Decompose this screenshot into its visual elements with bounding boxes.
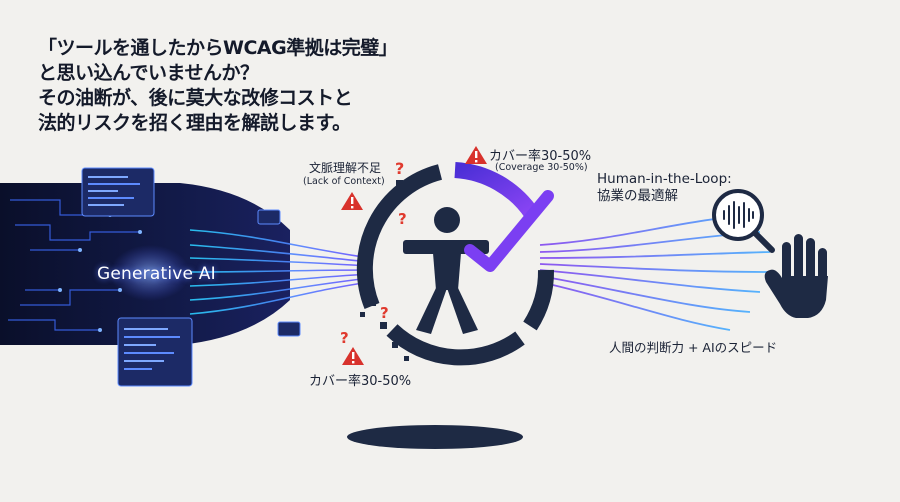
question-mark-icon: ?: [398, 210, 407, 228]
code-window: [117, 317, 193, 387]
warning-triangle-icon: [342, 347, 364, 365]
generative-ai-panel: [0, 167, 301, 387]
context-sub-label: (Lack of Context): [303, 176, 385, 187]
question-mark-icon: ?: [340, 329, 349, 347]
headline-line-3: その油断が、後に莫大な改修コストと: [38, 87, 353, 109]
coverage-bottom-label: カバー率30-50%: [309, 374, 412, 389]
circle-shadow: [347, 425, 523, 449]
question-mark-icon: ?: [395, 159, 404, 178]
headline-line-2: と思い込んでいませんか？: [38, 62, 259, 84]
headline: 「ツールを通したからWCAG準拠は完璧」 と思い込んでいませんか？ その油断が、…: [38, 36, 458, 136]
coverage-top-label: カバー率30-50%: [489, 149, 592, 164]
data-streams-left: [189, 229, 371, 315]
checkmark-icon: [464, 190, 554, 272]
warning-triangle-icon: [341, 192, 363, 210]
code-window: [81, 167, 155, 217]
magnifier-soundwave-icon: [712, 189, 775, 253]
context-label: 文脈理解不足: [309, 161, 382, 175]
warning-triangle-icon: [465, 146, 487, 164]
hitl-title-line-2: 協業の最適解: [597, 188, 678, 204]
generative-ai-label: Generative AI: [97, 264, 216, 284]
hitl-title: Human-in-the-Loop: 協業の最適解: [597, 171, 732, 205]
pixel-fragments: [360, 180, 409, 361]
question-mark-icon: ?: [380, 304, 389, 322]
coverage-top-sub-label: (Coverage 30-50%): [495, 162, 588, 173]
hand-icon: [764, 234, 828, 318]
human-ai-speed-label: 人間の判断力 + AIのスピード: [609, 340, 778, 355]
headline-line-1: 「ツールを通したからWCAG準拠は完璧」: [38, 37, 398, 59]
accessibility-person-icon: [403, 207, 489, 334]
headline-line-4: 法的リスクを招く理由を解説します。: [38, 112, 351, 134]
hitl-title-line-1: Human-in-the-Loop:: [597, 171, 732, 187]
circuit-lines: [8, 199, 140, 331]
accessibility-circle: [356, 162, 554, 366]
